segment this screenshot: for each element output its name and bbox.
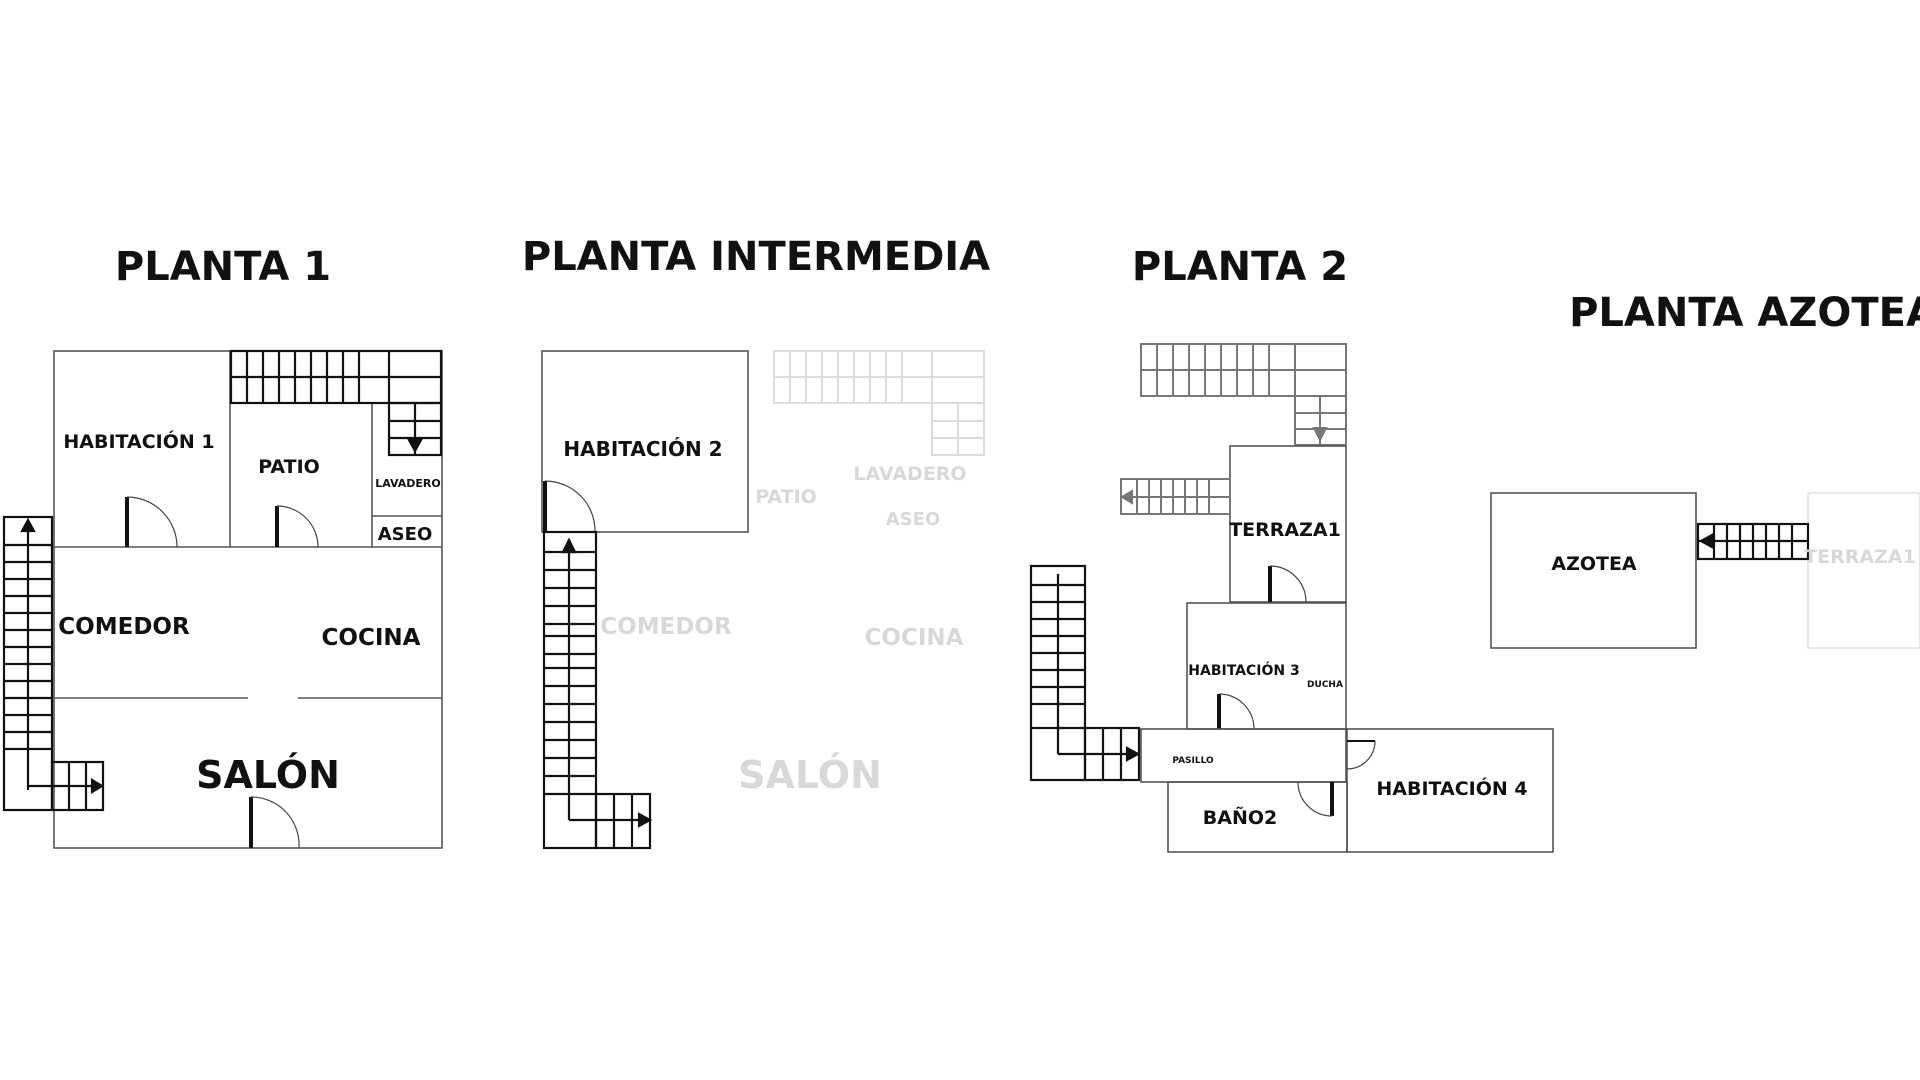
ghost-salon: SALÓN xyxy=(738,753,882,797)
room-bano2: BAÑO2 xyxy=(1203,805,1277,829)
room-lavadero: LAVADERO xyxy=(375,477,441,490)
room-habitacion4: HABITACIÓN 4 xyxy=(1376,776,1527,800)
room-ducha: DUCHA xyxy=(1307,680,1343,690)
room-comedor: COMEDOR xyxy=(58,614,190,640)
room-aseo: ASEO xyxy=(378,524,433,545)
planta1-stairs-top xyxy=(229,349,443,457)
intermedia-plan: HABITACIÓN 2 PATIO LAVADERO ASEO COMEDOR… xyxy=(541,350,985,850)
planta2-plan: TERRAZA1 HABITACIÓN 3 DUCHA PASILLO BAÑO… xyxy=(1029,343,1554,853)
room-habitacion2: HABITACIÓN 2 xyxy=(563,437,722,461)
room-patio: PATIO xyxy=(258,456,320,478)
room-azotea: AZOTEA xyxy=(1551,553,1637,575)
room-terraza1: TERRAZA1 xyxy=(1229,519,1341,541)
planta1-stairs-left xyxy=(2,515,105,812)
room-cocina: COCINA xyxy=(322,625,421,651)
ghost-terraza1: TERRAZA1 xyxy=(1804,546,1916,568)
ghost-cocina: COCINA xyxy=(865,625,964,651)
intermedia-ghost-stairs xyxy=(773,350,985,456)
intermedia-stairs xyxy=(542,530,653,850)
ghost-lavadero: LAVADERO xyxy=(853,463,966,485)
room-pasillo: PASILLO xyxy=(1172,756,1214,766)
planta1-plan: HABITACIÓN 1 PATIO LAVADERO ASEO COMEDOR… xyxy=(2,349,443,849)
azotea-stairs xyxy=(1696,522,1810,561)
planta2-stairs-left xyxy=(1029,564,1141,782)
planta2-stairs-small xyxy=(1120,478,1231,515)
room-habitacion1: HABITACIÓN 1 xyxy=(63,429,214,453)
ghost-patio: PATIO xyxy=(755,486,817,508)
ghost-comedor: COMEDOR xyxy=(600,614,732,640)
planta2-title: PLANTA 2 xyxy=(1132,244,1348,290)
room-habitacion3: HABITACIÓN 3 xyxy=(1188,661,1299,679)
ghost-aseo: ASEO xyxy=(886,509,941,530)
intermedia-title: PLANTA INTERMEDIA xyxy=(522,234,990,280)
azotea-title: PLANTA AZOTEA xyxy=(1569,290,1920,336)
room-salon: SALÓN xyxy=(196,753,340,797)
azotea-plan: AZOTEA TERRAZA1 xyxy=(1490,492,1920,649)
planta1-doors xyxy=(125,496,319,849)
planta2-stairs-top xyxy=(1140,343,1347,446)
planta1-title: PLANTA 1 xyxy=(115,244,331,290)
